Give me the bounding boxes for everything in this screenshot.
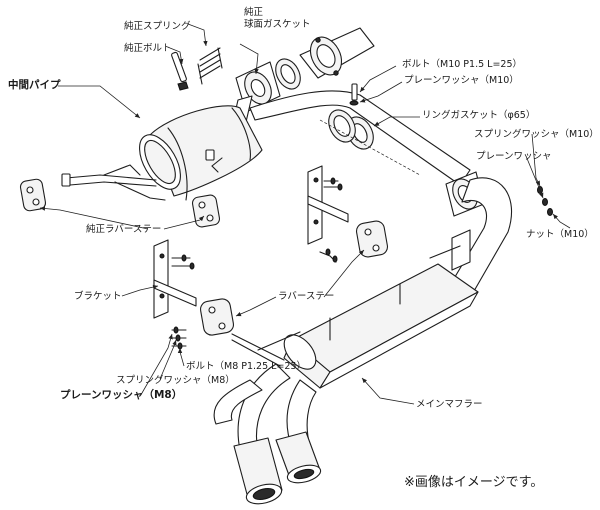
label-bolt-m10: ボルト（M10 P1.5 L=25） — [402, 59, 523, 70]
label-spring-washer-m8: スプリングワッシャ（M8） — [116, 375, 235, 386]
label-plain-washer: プレーンワッシャ — [476, 151, 552, 162]
bolt-m10-stack — [349, 83, 359, 106]
rubber-stay-lower — [199, 298, 235, 336]
label-main-muffler: メインマフラー — [416, 399, 483, 410]
label-plain-washer-m8: プレーンワッシャ（M8） — [60, 389, 183, 401]
spherical-gasket — [275, 58, 301, 90]
label-ring-gasket: リングガスケット（φ65） — [422, 110, 536, 121]
image-note: ※画像はイメージです。 — [404, 475, 544, 490]
label-genuine-bolt: 純正ボルト — [124, 43, 172, 54]
label-bracket: ブラケット — [74, 291, 122, 302]
label-genuine-gasket-2: 球面ガスケット — [244, 19, 311, 30]
bracket-lower — [153, 239, 197, 319]
leader-lines — [39, 23, 571, 405]
label-bolt-m8: ボルト（M8 P1.25 L=25） — [186, 361, 307, 372]
genuine-rubber-stay-left — [19, 178, 47, 212]
bolt-m8-stack — [171, 326, 187, 350]
label-spring-washer-m10: スプリングワッシャ（M10） — [474, 129, 599, 140]
main-muffler — [213, 177, 513, 505]
genuine-rubber-stay-right — [191, 194, 221, 228]
lower-hanger-rod — [231, 333, 285, 367]
ring-gasket — [319, 109, 421, 176]
center-pipe — [61, 61, 471, 201]
rubber-stay-mid — [319, 220, 389, 263]
label-plain-washer-m10: プレーンワッシャ（M10） — [404, 75, 519, 86]
front-pipe — [299, 27, 375, 79]
label-center-pipe: 中間パイプ — [8, 79, 61, 91]
label-genuine-gasket-1: 純正 — [244, 7, 264, 18]
bracket-upper — [307, 165, 349, 245]
genuine-spring — [197, 47, 223, 85]
tail-tip-right — [275, 431, 322, 484]
label-genuine-rubber-stay: 純正ラバーステー — [86, 224, 162, 235]
label-genuine-spring: 純正スプリング — [124, 21, 191, 32]
label-nut-m10: ナット（M10） — [526, 229, 594, 240]
genuine-bolt — [171, 51, 189, 91]
label-rubber-stay: ラバーステー — [278, 291, 335, 302]
tail-tip-left — [233, 437, 283, 505]
